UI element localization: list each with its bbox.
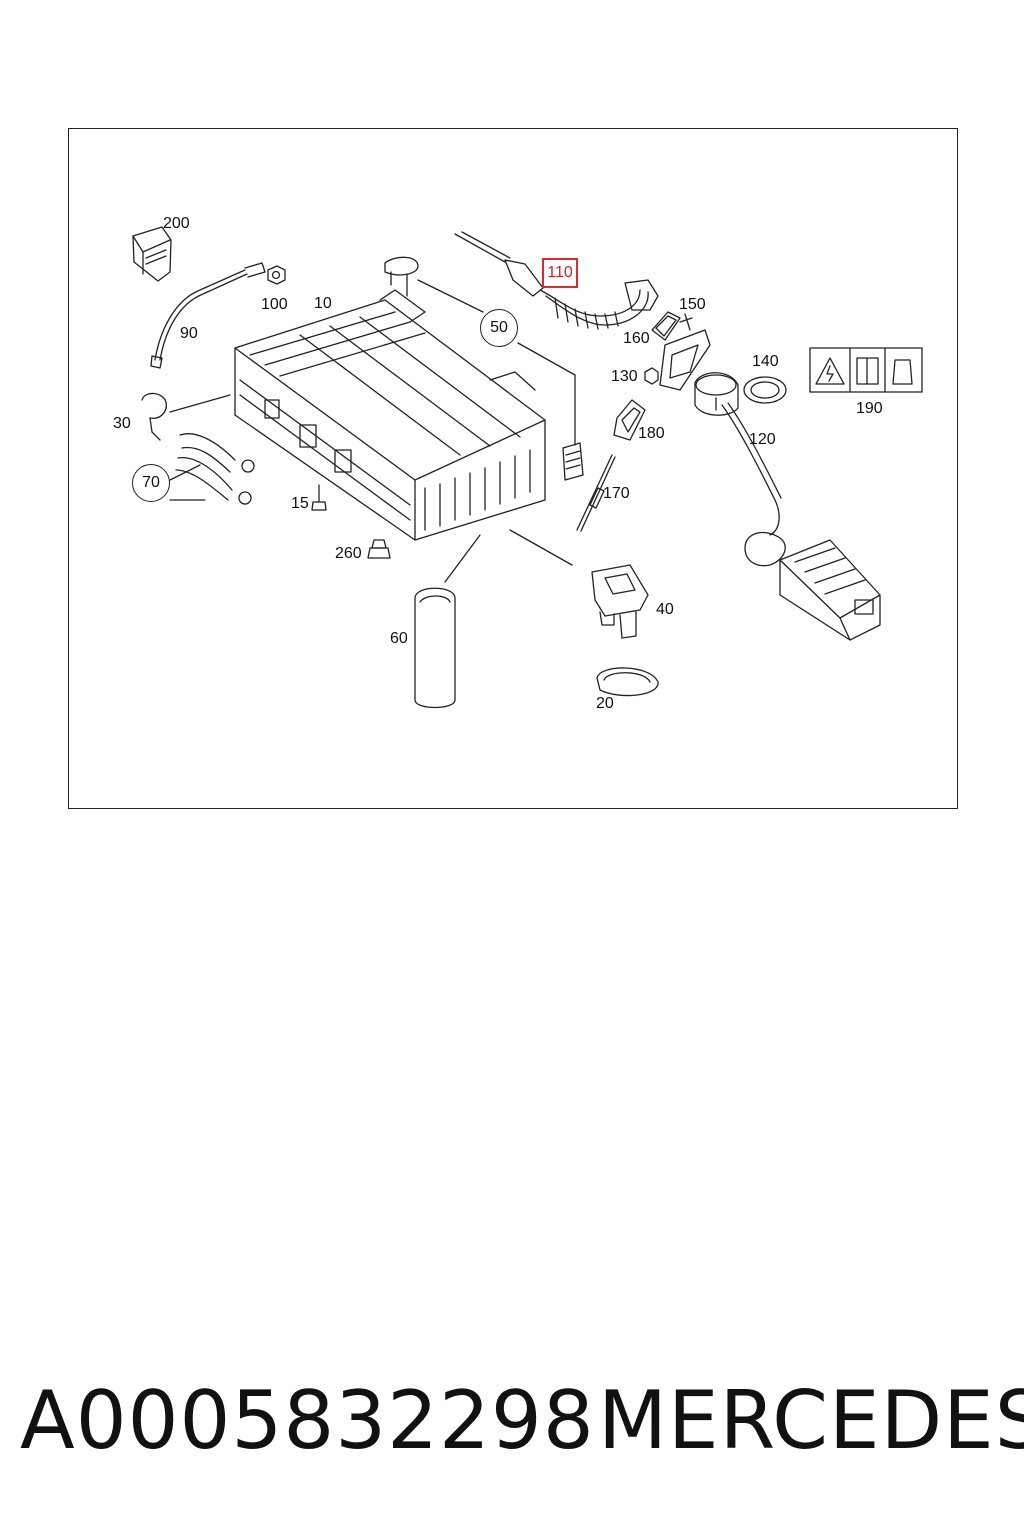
callout-150: 150	[679, 296, 706, 313]
foam-pad-60	[414, 534, 481, 709]
sensor-30	[141, 392, 231, 441]
plug-260	[367, 539, 391, 559]
callout-10: 10	[314, 295, 332, 312]
callout-140: 140	[752, 353, 779, 370]
hose-set-70	[169, 433, 255, 505]
callout-260: 260	[335, 545, 362, 562]
connector-40	[509, 529, 649, 639]
callout-190: 190	[856, 400, 883, 417]
callout-70: 70	[132, 464, 170, 502]
part-number: A0005832298	[20, 1374, 595, 1467]
control-module-200	[132, 226, 172, 282]
bolt-15	[311, 484, 327, 511]
socket-cap-140	[743, 376, 787, 404]
cover-cap-50	[384, 256, 584, 481]
callout-130: 130	[611, 368, 638, 385]
callout-20: 20	[596, 695, 614, 712]
charger-module	[779, 539, 881, 641]
brand-name: MERCEDES	[598, 1374, 1024, 1467]
callout-50: 50	[480, 309, 518, 347]
battery-pack-10	[234, 289, 546, 541]
callout-15: 15	[291, 495, 309, 512]
rod-170	[576, 454, 616, 532]
callout-100: 100	[261, 296, 288, 313]
hv-cable-110	[454, 231, 659, 330]
callout-40: 40	[656, 601, 674, 618]
callout-110-highlighted: 110	[542, 258, 578, 288]
callout-120: 120	[749, 431, 776, 448]
callout-200: 200	[163, 215, 190, 232]
charging-socket-120	[694, 372, 786, 567]
callout-180: 180	[638, 425, 665, 442]
callout-170: 170	[603, 485, 630, 502]
cover-20	[596, 667, 659, 697]
nut-100	[267, 265, 286, 285]
callout-160: 160	[623, 330, 650, 347]
bracket-180	[613, 399, 646, 441]
callout-90: 90	[180, 325, 198, 342]
parts-diagram-frame	[68, 128, 958, 809]
callout-60: 60	[390, 630, 408, 647]
callout-30: 30	[113, 415, 131, 432]
warning-label-190	[809, 347, 923, 393]
cable-90	[150, 262, 266, 369]
battery-parts-illustration	[132, 226, 923, 709]
bracket-group-160	[644, 311, 711, 391]
